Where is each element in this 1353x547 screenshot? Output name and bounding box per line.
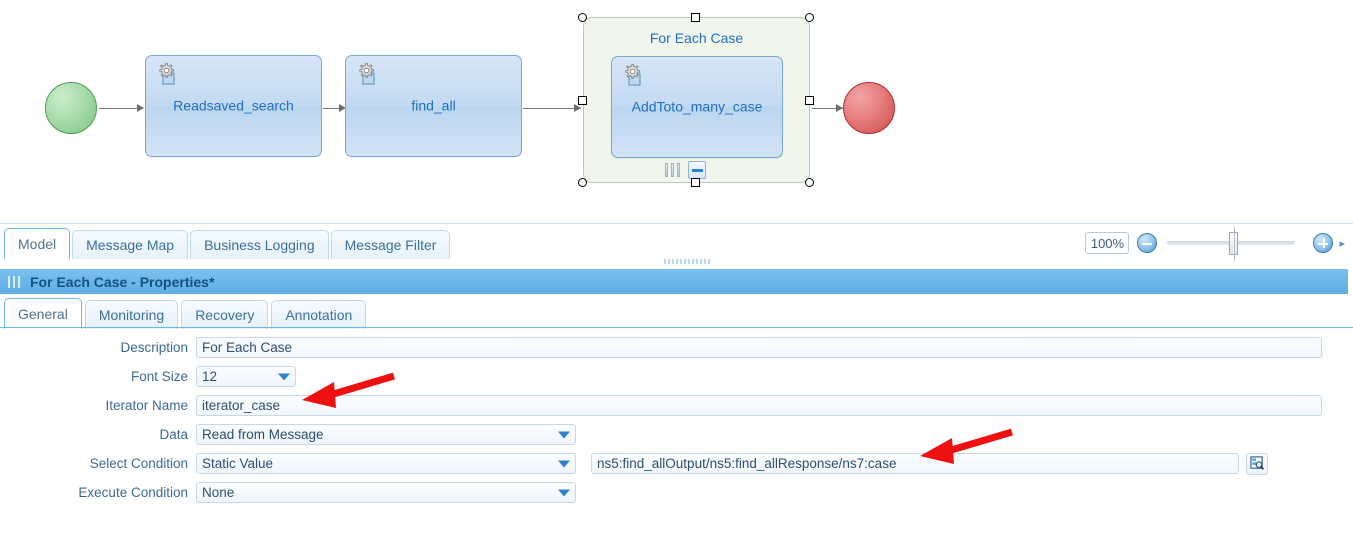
- select-condition-label: Select Condition: [89, 456, 188, 471]
- selection-handle[interactable]: [691, 13, 700, 22]
- task-label: find_all: [411, 97, 456, 114]
- field-row-execute-condition: Execute Condition None: [0, 478, 1353, 507]
- tab-business-logging[interactable]: Business Logging: [190, 230, 329, 259]
- data-select[interactable]: Read from Message: [196, 424, 576, 445]
- field-row-font-size: Font Size 12: [0, 362, 1353, 391]
- start-event-node[interactable]: [45, 82, 97, 134]
- gear-icon: [159, 63, 175, 85]
- field-row-description: Description For Each Case: [0, 333, 1353, 362]
- tab-recovery[interactable]: Recovery: [181, 300, 269, 329]
- iterator-name-input[interactable]: iterator_case: [196, 395, 1322, 416]
- selection-handle[interactable]: [805, 178, 814, 187]
- data-label: Data: [159, 427, 188, 442]
- properties-tabs: General Monitoring Recovery Annotation: [4, 298, 367, 329]
- connector-foreach-to-end: [812, 108, 844, 109]
- zoom-out-icon[interactable]: [1137, 233, 1158, 253]
- for-each-case-container[interactable]: For Each Case AddToto_many_case: [583, 17, 810, 183]
- task-label: AddToto_many_case: [631, 98, 763, 115]
- zoom-in-icon[interactable]: [1313, 233, 1334, 253]
- field-row-select-condition: Select Condition Static Value ns5:find_a…: [0, 449, 1353, 478]
- description-input[interactable]: For Each Case: [196, 337, 1322, 358]
- chevron-down-icon: [278, 373, 290, 380]
- gear-icon: [359, 63, 375, 85]
- iterator-name-label: Iterator Name: [105, 398, 188, 413]
- general-properties-form: Description For Each Case Font Size 12 I…: [0, 333, 1353, 507]
- task-node-find-all[interactable]: find_all: [345, 55, 522, 157]
- tab-message-filter[interactable]: Message Filter: [330, 230, 451, 259]
- field-row-data: Data Read from Message: [0, 420, 1353, 449]
- xpath-browse-icon[interactable]: [1246, 452, 1268, 475]
- selection-handle[interactable]: [805, 96, 814, 105]
- field-row-iterator-name: Iterator Name iterator_case: [0, 391, 1353, 420]
- connector-start-to-read: [99, 108, 139, 109]
- tab-message-map[interactable]: Message Map: [72, 230, 189, 259]
- gear-icon: [625, 64, 641, 86]
- panel-splitter-grip[interactable]: [664, 259, 712, 264]
- properties-title: For Each Case - Properties*: [30, 273, 215, 290]
- font-size-label: Font Size: [130, 369, 188, 384]
- tab-model[interactable]: Model: [4, 228, 71, 259]
- chevron-down-icon: [558, 431, 570, 438]
- description-label: Description: [120, 340, 188, 355]
- grip-bars-icon[interactable]: [665, 163, 683, 177]
- chevron-down-icon: [558, 460, 570, 467]
- task-label: Readsaved_search: [173, 97, 294, 114]
- connector-arrowhead: [836, 104, 843, 112]
- connector-arrowhead: [574, 104, 581, 112]
- tab-underline: [0, 327, 1353, 328]
- execute-condition-label: Execute Condition: [78, 485, 188, 500]
- select-condition-value: Static Value: [202, 456, 274, 471]
- execute-condition-select[interactable]: None: [196, 482, 576, 503]
- execute-condition-value: None: [202, 485, 235, 500]
- chevron-right-icon[interactable]: ▸: [1339, 237, 1345, 250]
- font-size-value: 12: [202, 369, 218, 384]
- selection-handle[interactable]: [578, 13, 587, 22]
- editor-tabs: Model Message Map Business Logging Messa…: [4, 228, 451, 259]
- selection-handle[interactable]: [691, 178, 700, 187]
- selection-handle[interactable]: [578, 96, 587, 105]
- zoom-percent-value[interactable]: 100%: [1085, 232, 1130, 254]
- connector-find-to-foreach: [523, 108, 581, 109]
- select-condition-select[interactable]: Static Value: [196, 453, 576, 474]
- properties-header: For Each Case - Properties*: [0, 269, 1348, 294]
- end-event-node[interactable]: [843, 82, 895, 134]
- zoom-control: 100% ▸: [1085, 227, 1345, 261]
- tab-annotation[interactable]: Annotation: [271, 300, 367, 329]
- panel-grip-icon[interactable]: [8, 275, 22, 288]
- selection-handle[interactable]: [578, 178, 587, 187]
- font-size-select[interactable]: 12: [196, 366, 296, 387]
- connector-read-to-find: [323, 108, 343, 109]
- chevron-down-icon: [558, 489, 570, 496]
- tab-monitoring[interactable]: Monitoring: [84, 300, 179, 329]
- connector-arrowhead: [339, 104, 346, 112]
- container-title: For Each Case: [649, 30, 744, 46]
- task-node-addtoto-many-case[interactable]: AddToto_many_case: [611, 56, 783, 158]
- connector-arrowhead: [137, 104, 144, 112]
- xpath-input[interactable]: ns5:find_allOutput/ns5:find_allResponse/…: [591, 453, 1239, 474]
- zoom-slider-thumb[interactable]: [1229, 227, 1239, 261]
- data-value: Read from Message: [202, 427, 324, 442]
- zoom-slider[interactable]: [1167, 227, 1296, 261]
- task-node-readsaved-search[interactable]: Readsaved_search: [145, 55, 322, 157]
- tab-general[interactable]: General: [4, 298, 82, 329]
- collapse-minus-icon[interactable]: [688, 161, 706, 179]
- browse-glyph-icon: [1249, 456, 1264, 470]
- process-diagram-canvas[interactable]: Readsaved_search find_all For Each Case …: [0, 0, 1353, 212]
- selection-handle[interactable]: [805, 13, 814, 22]
